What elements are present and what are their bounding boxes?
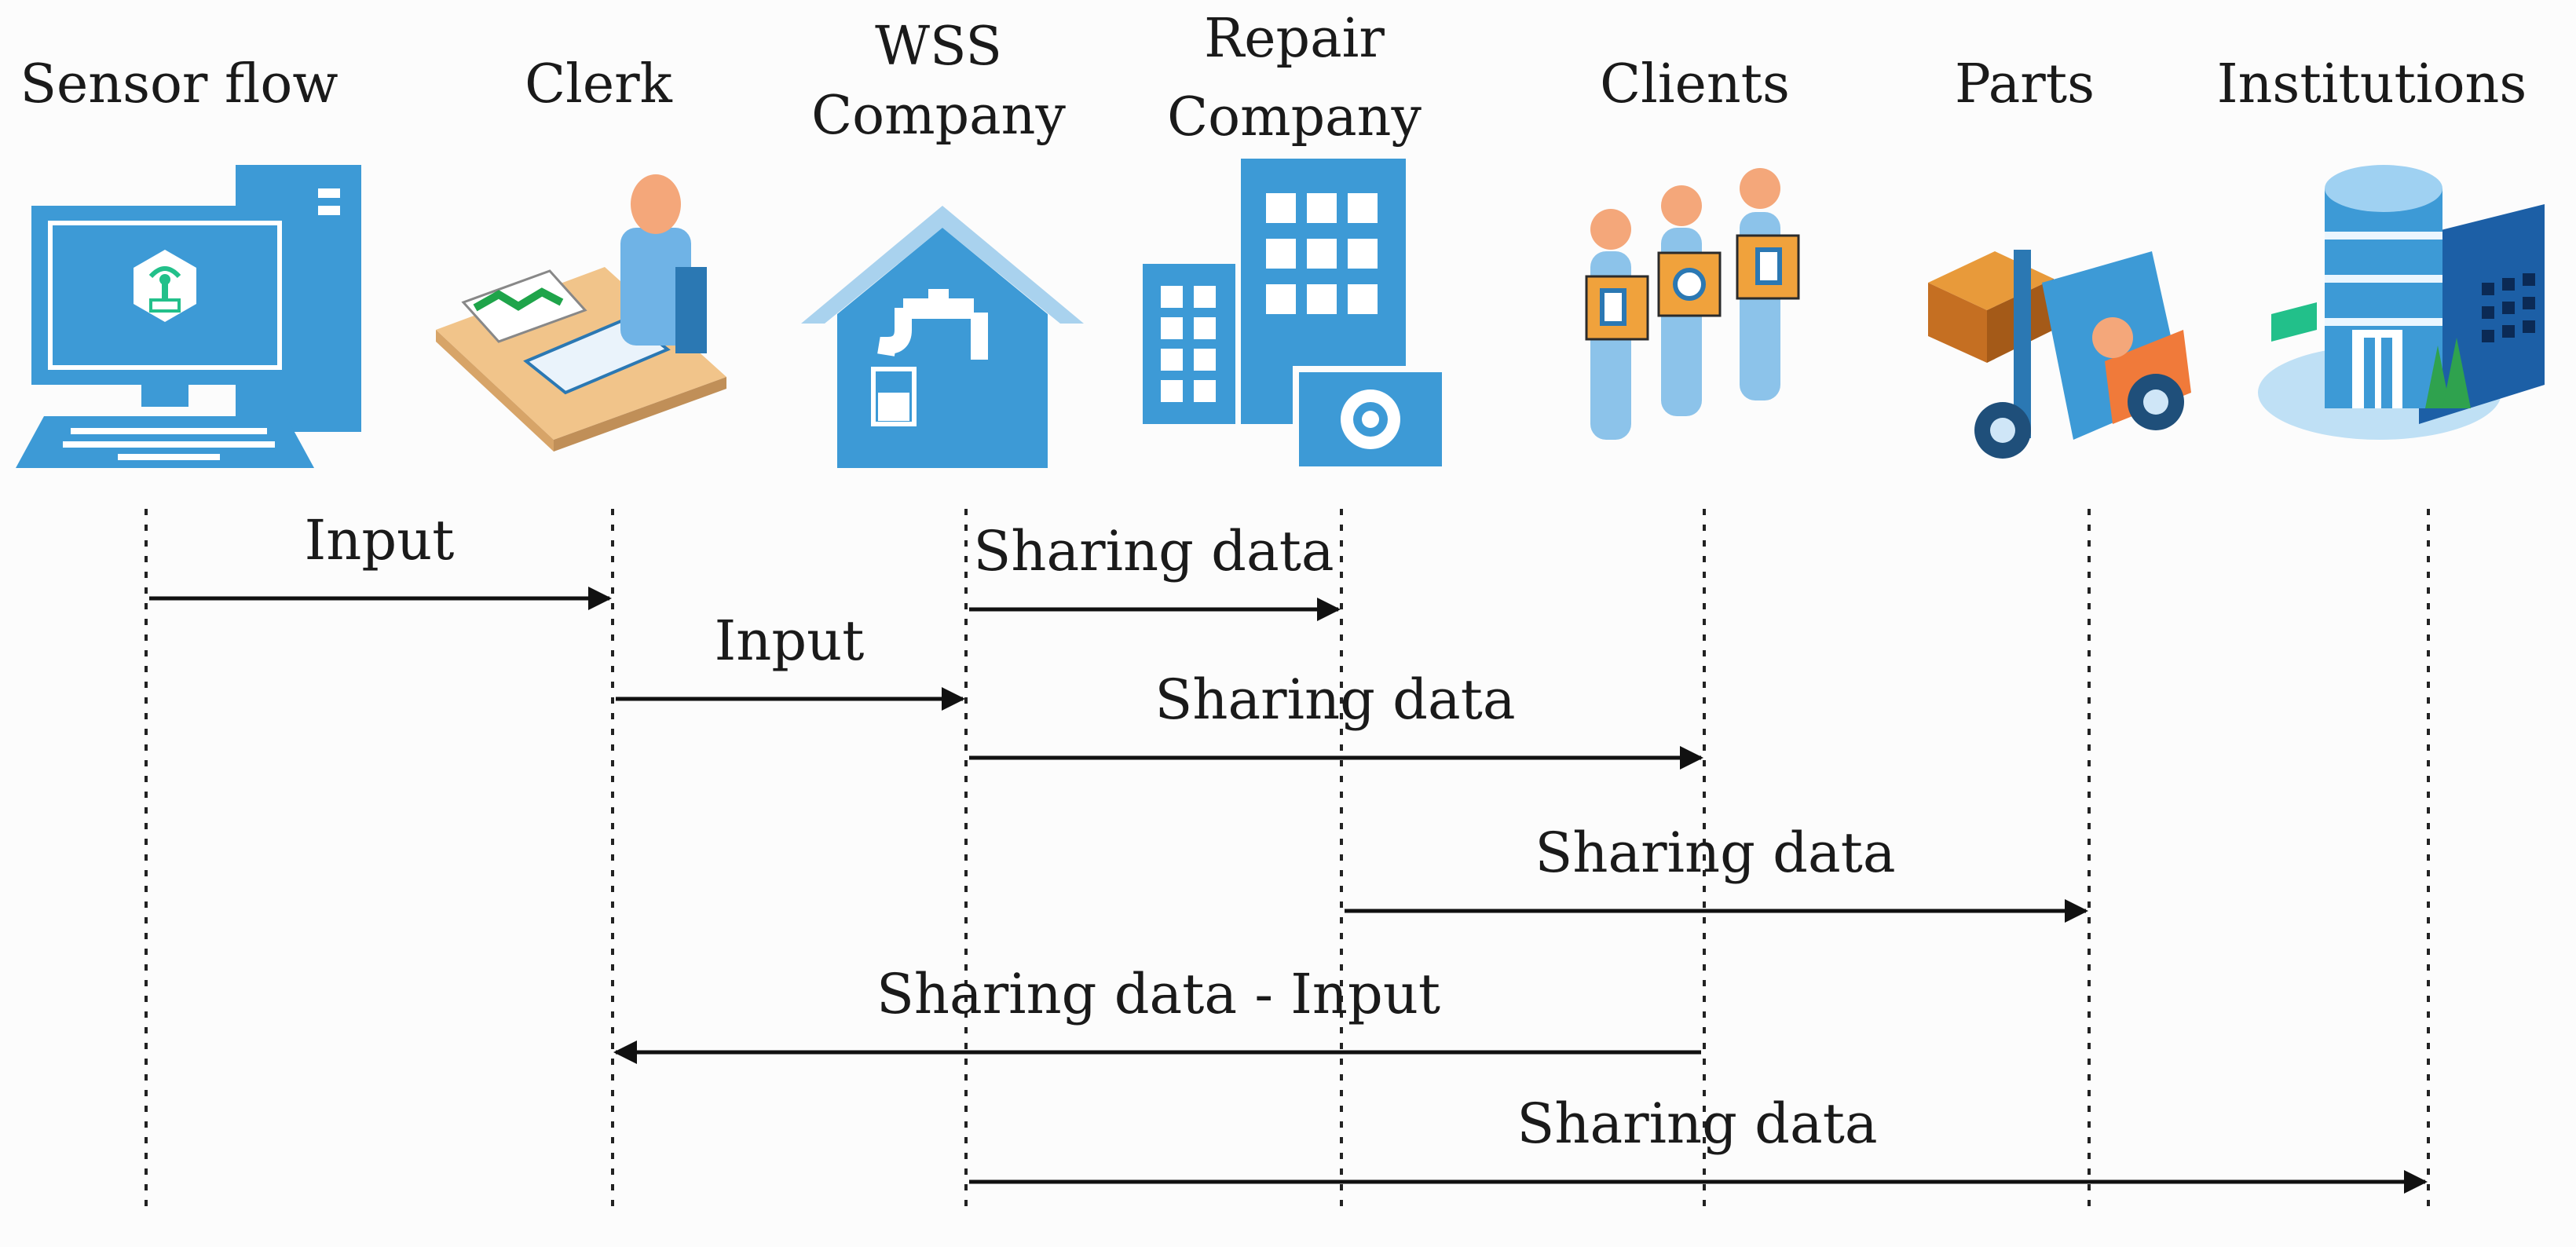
repair-building-icon	[1143, 159, 1448, 473]
clients-boxes-icon	[1585, 168, 1800, 440]
message-label-6: Sharing data - Input	[876, 962, 1440, 1026]
computer-sensor-icon	[16, 165, 361, 468]
actor-label-wss-line2: Company	[811, 85, 1066, 147]
actor-label-sensor: Sensor flow	[20, 53, 338, 115]
message-label-4: Sharing data	[1154, 667, 1515, 732]
message-label-5: Sharing data	[1535, 821, 1895, 885]
message-label-2: Sharing data	[973, 519, 1334, 583]
message-label-1: Input	[305, 508, 455, 572]
actor-label-institutions: Institutions	[2217, 53, 2527, 115]
actor-labels: Sensor flow Clerk WSS Company Repair Com…	[20, 8, 2527, 148]
forklift-parts-icon	[1928, 250, 2191, 459]
actor-label-parts: Parts	[1955, 53, 2095, 115]
institution-building-icon	[2258, 165, 2545, 440]
actor-label-wss-line1: WSS	[875, 16, 1002, 78]
actor-label-clerk: Clerk	[525, 53, 673, 115]
lifelines	[145, 509, 2430, 1209]
message-label-7: Sharing data	[1517, 1092, 1877, 1156]
water-house-icon	[801, 206, 1084, 468]
actor-label-repair-line2: Company	[1167, 86, 1422, 148]
message-label-3: Input	[715, 609, 865, 673]
clerk-desk-icon	[436, 174, 726, 452]
actor-label-repair-line1: Repair	[1204, 8, 1385, 70]
actor-label-clients: Clients	[1600, 53, 1790, 115]
